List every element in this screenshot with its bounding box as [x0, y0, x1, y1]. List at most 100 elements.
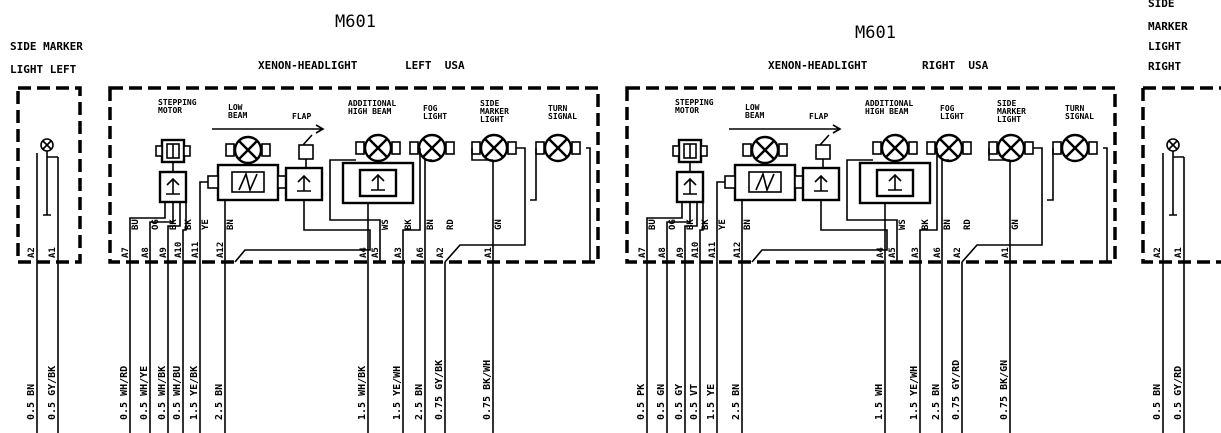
headlight-left-pin-a7-color: BU	[131, 219, 141, 230]
headlight-left-low-beam-ballast-icon	[207, 163, 289, 202]
headlight-right-internal-wire-10	[919, 148, 938, 262]
headlight-left-pin-a11-label: A11	[191, 242, 201, 258]
headlight-left-flap-actuator-icon	[298, 134, 314, 168]
headlight-right-wire-7-label: 1.5 WH	[874, 384, 885, 420]
headlight-left-pin-a3-color: BK	[404, 219, 414, 230]
headlight-right-stepping-motor-icon	[672, 138, 708, 164]
headlight-left-flap-driver-icon	[284, 166, 324, 202]
headlight-left-stepping-motor-label-line2: MOTOR	[158, 106, 182, 115]
left-usa-heading: LEFT USA	[405, 59, 465, 72]
headlight-right-internal-wire-13	[988, 148, 1011, 262]
headlight-left-pin-a5-label: A5	[371, 247, 381, 258]
headlight-left-side-marker-light-lamp-icon	[471, 133, 517, 163]
headlight-right-side-marker-light-label-line1: SIDE	[997, 99, 1016, 108]
headlight-left-wire-7-label: 1.5 WH/BK	[357, 366, 368, 420]
side-marker-left-heading: SIDE MARKER LIGHT LEFT	[10, 40, 83, 76]
headlight-left-pin-a6-label: A6	[416, 247, 426, 258]
headlight-right-pin-a10-color: BK	[701, 219, 711, 230]
headlight-right-internal-wire-9	[846, 159, 898, 262]
side-marker-left-wire-1-label: 0.5 BN	[26, 384, 37, 420]
headlight-left-pin-a1-color: GN	[494, 219, 504, 230]
side-marker-right-wire-1-label: 0.5 BN	[1152, 384, 1163, 420]
headlight-right-internal-wire-5	[716, 181, 725, 262]
headlight-left-heading: XENON-HEADLIGHT	[258, 59, 358, 72]
headlight-right-wire-4: 0.5 VT	[689, 262, 701, 433]
headlight-left-additional-high-beam-label-line2: HIGH BEAM	[348, 107, 392, 116]
headlight-right-additional-high-beam-label-line2: HIGH BEAM	[865, 107, 909, 116]
headlight-left-wire-2-label: 0.5 WH/YE	[139, 366, 150, 420]
headlight-right-pin-a4: A4	[876, 247, 886, 258]
headlight-right-internal-wire-3	[684, 202, 698, 262]
right-usa-heading: RIGHT USA	[922, 59, 989, 72]
headlight-left-wire-9: 2.5 BN	[414, 262, 426, 433]
headlight-right-pin-a4-label: A4	[876, 247, 886, 258]
headlight-left-low-beam-label-line2: BEAM	[228, 111, 247, 120]
headlight-right-low-beam-label-line1: LOW	[745, 103, 760, 112]
side-marker-left-line1: SIDE MARKER	[10, 40, 83, 53]
headlight-left-pin-a4: A4	[359, 247, 369, 258]
headlight-right-pin-a6-color: BN	[943, 219, 953, 230]
headlight-right-pin-a1-color: GN	[1011, 219, 1021, 230]
side-marker-right-lamp-icon	[1166, 138, 1180, 152]
headlight-left-wire-11-label: 0.75 BK/WH	[482, 360, 493, 420]
headlight-right-wire-3: 0.5 GY	[674, 262, 686, 433]
headlight-right-side-marker-light-label-line2: MARKER	[997, 107, 1026, 116]
headlight-left-internal-wire-5	[199, 181, 208, 262]
headlight-right-pin-a5-color: WS	[898, 219, 908, 230]
headlight-right-pin-a11-color: YE	[718, 219, 728, 230]
headlight-right-pin-a10: A10 BK	[691, 219, 711, 258]
headlight-left-stepping-motor-label-line1: STEPPING	[158, 98, 197, 107]
side-marker-right-line1: SIDE	[1148, 0, 1175, 10]
headlight-left-pin-a8-label: A8	[141, 247, 151, 258]
headlight-left-internal-wire-2	[149, 202, 174, 262]
headlight-right-internal-wire-4	[699, 190, 704, 262]
side-marker-right-line4: RIGHT	[1148, 60, 1181, 73]
headlight-left-wire-3-label: 0.5 WH/BK	[157, 366, 168, 420]
headlight-right-pin-a1-label: A1	[1001, 247, 1011, 258]
headlight-right-internal-wire-1	[646, 202, 683, 262]
headlight-right-pin-a5-label: A5	[888, 247, 898, 258]
headlight-right-pin-a12-color: BN	[743, 219, 753, 230]
headlight-right-side-marker-light-lamp-icon	[988, 133, 1034, 163]
headlight-left-wire-3: 0.5 WH/BK	[157, 262, 169, 433]
headlight-left-wire-1: 0.5 WH/RD	[119, 262, 131, 433]
headlight-left-side-marker-light-label-line3: LIGHT	[480, 115, 504, 124]
headlight-right-pin-a5: A5 WS	[888, 219, 908, 258]
side-marker-right-pin-a1: A1	[1174, 247, 1184, 258]
headlight-left-wire-11: 0.75 BK/WH	[482, 262, 494, 433]
headlight-right-wire-5-label: 1.5 YE	[706, 384, 717, 420]
headlight-right-flap-label: FLAP	[809, 112, 828, 121]
headlight-left-additional-high-beam-lamp-icon	[355, 133, 401, 163]
headlight-right-pin-a10-label: A10	[691, 242, 701, 258]
headlight-left-wire-6-label: 2.5 BN	[214, 384, 225, 420]
headlight-right-wire-2: 0.5 GN	[656, 262, 668, 433]
headlight-left-turn-signal-lamp-icon	[535, 133, 581, 163]
headlight-right-pin-a3-label: A3	[911, 247, 921, 258]
side-marker-left-boundary	[16, 86, 82, 264]
headlight-right-internal-wire-2	[666, 202, 691, 262]
headlight-left-additional-high-beam-inner-icon	[358, 168, 398, 198]
headlight-left-pin-a5-color: WS	[381, 219, 391, 230]
headlight-right-turn-signal-lamp-icon	[1052, 133, 1098, 163]
side-marker-left-pin-a1: A1	[48, 247, 58, 258]
side-marker-left-ground	[43, 151, 51, 216]
